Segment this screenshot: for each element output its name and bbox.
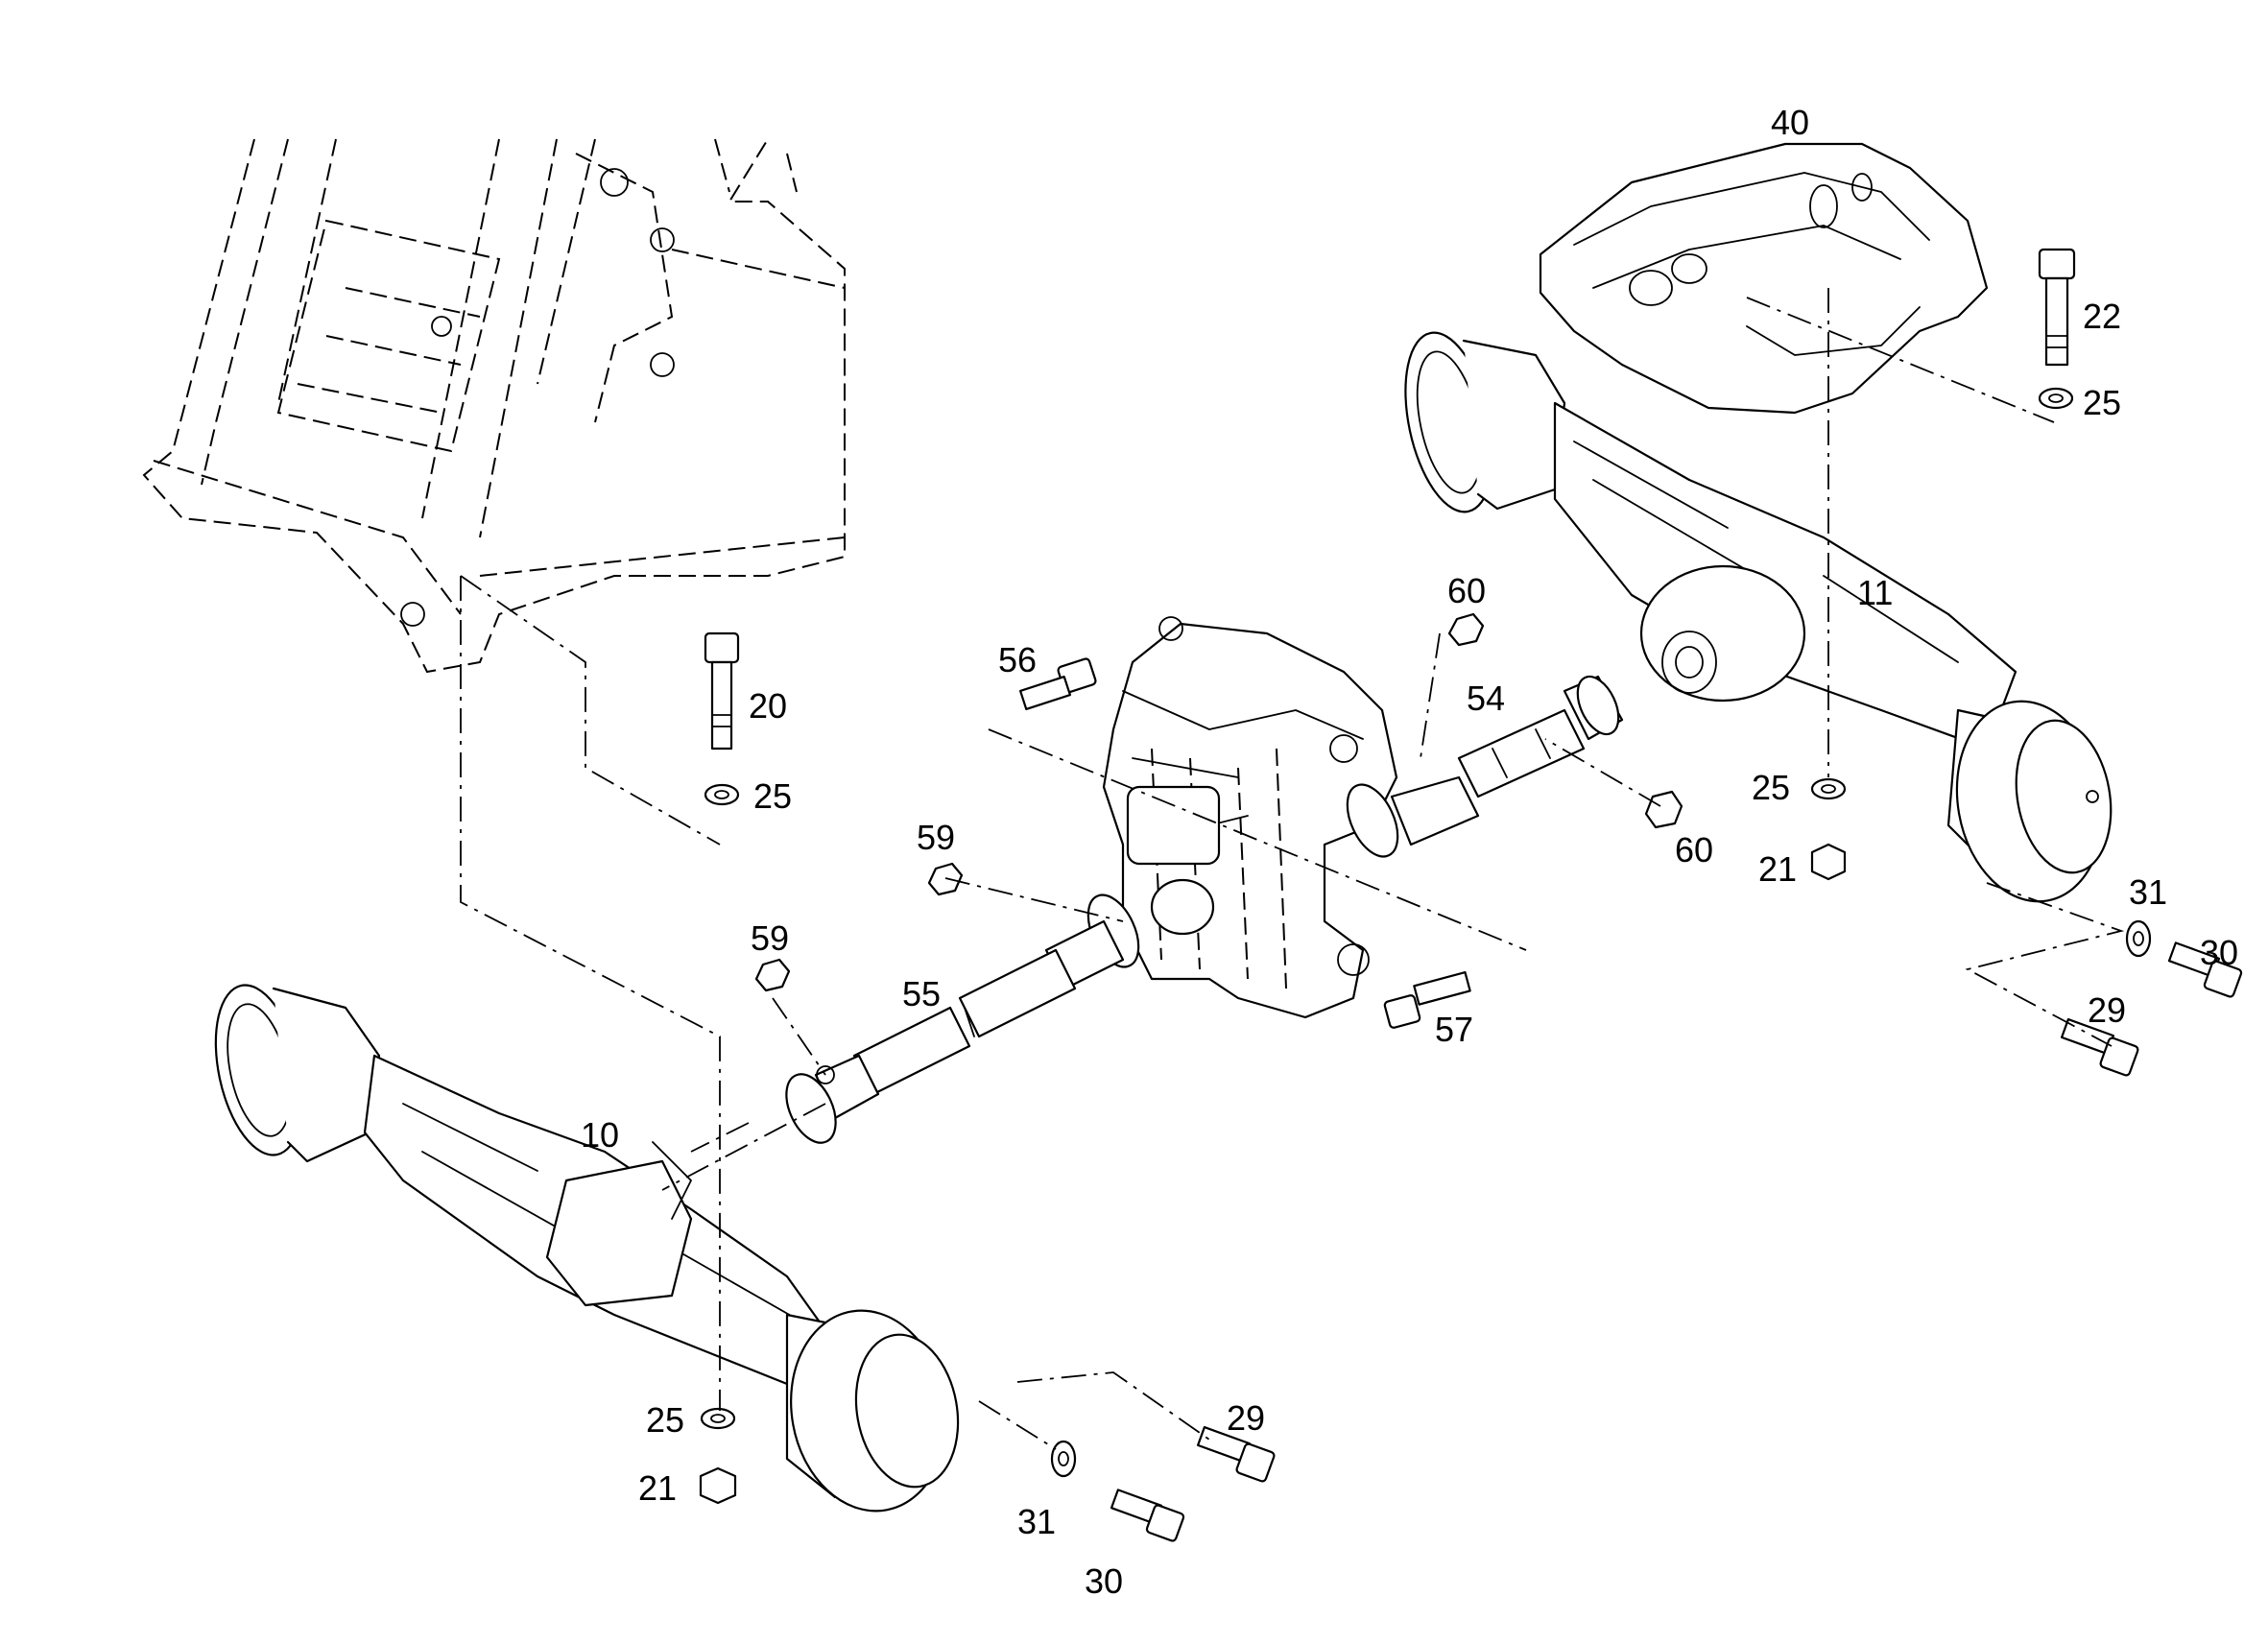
cradle-part-40: [1539, 142, 1989, 415]
fastener-nut-60-upper: [1447, 612, 1485, 647]
callout-25: 25: [1752, 768, 1790, 807]
fastener-washer-31-left: [1050, 1440, 1077, 1478]
callout-25: 25: [753, 776, 792, 816]
rear-axle-part-11: [1404, 331, 2113, 903]
callout-30: 30: [2200, 933, 2238, 972]
fastener-nut-59-lower: [754, 958, 791, 992]
fastener-nut-59-upper: [927, 862, 964, 896]
fastener-bolt-29-right: [2060, 1017, 2139, 1077]
callout-10: 10: [581, 1115, 619, 1155]
callout-59: 59: [751, 918, 789, 958]
fastener-nut-21-left: [699, 1466, 737, 1505]
callout-56: 56: [998, 640, 1037, 679]
callout-29: 29: [2088, 990, 2126, 1030]
transmission-housing: [1102, 616, 1398, 1019]
fastener-washer-25-left-lower: [700, 1407, 736, 1430]
callout-40: 40: [1771, 103, 1809, 142]
fastener-bolt-30-left: [1110, 1489, 1185, 1542]
callout-57: 57: [1435, 1010, 1473, 1049]
vehicle-frame: [142, 138, 846, 674]
callout-11: 11: [1857, 573, 1893, 612]
fastener-bolt-57: [1383, 970, 1471, 1029]
fastener-washer-25-left-upper: [704, 783, 740, 806]
callout-20: 20: [749, 686, 787, 726]
callout-25: 25: [646, 1400, 684, 1440]
callout-29: 29: [1227, 1398, 1265, 1438]
callout-59: 59: [917, 818, 955, 857]
fastener-nut-60-lower: [1644, 790, 1683, 829]
fastener-bolt-30-right: [2167, 941, 2243, 998]
callout-31: 31: [1017, 1502, 1056, 1541]
callout-55: 55: [902, 974, 941, 1013]
callouts: 40 22 25 11 60 56 54 20 25 60 25 21 59 5…: [581, 103, 2238, 1601]
callout-21: 21: [638, 1468, 677, 1508]
front-axle-part-10: [214, 984, 960, 1513]
fastener-bolt-20: [704, 631, 740, 751]
leader-lines: [460, 288, 2125, 1450]
fastener-washer-31-right: [2125, 919, 2152, 958]
fastener-washer-25-top-right: [2038, 387, 2074, 410]
drive-shaft-part-54: [1346, 675, 1624, 858]
fastener-bolt-29-left: [1196, 1425, 1276, 1483]
callout-31: 31: [2129, 872, 2167, 912]
callout-22: 22: [2083, 297, 2121, 336]
drive-shaft-part-55: [785, 893, 1140, 1144]
callout-60: 60: [1447, 571, 1486, 610]
callout-60: 60: [1675, 830, 1713, 870]
fastener-bolt-22: [2038, 248, 2076, 367]
callout-25: 25: [2083, 383, 2121, 422]
fastener-nut-21-right: [1810, 843, 1847, 881]
callout-21: 21: [1758, 849, 1797, 889]
callout-54: 54: [1467, 679, 1505, 718]
callout-30: 30: [1085, 1561, 1123, 1601]
fastener-washer-25-right: [1810, 777, 1847, 800]
fastener-bolt-56: [1018, 657, 1097, 711]
